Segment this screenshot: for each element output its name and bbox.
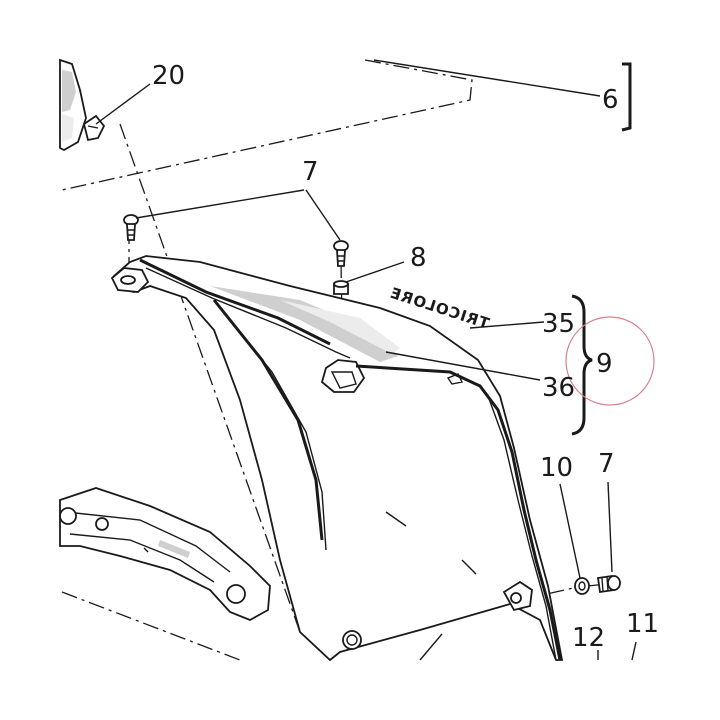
callout-8: 8: [410, 243, 427, 273]
rear-frame: [59, 487, 271, 621]
brace-9: [571, 294, 593, 436]
side-panel: [110, 255, 564, 662]
callout-9: 9: [596, 349, 613, 379]
highlight-circle: [565, 316, 655, 406]
washer-8: [333, 280, 349, 295]
callout-7-top: 7: [302, 157, 319, 187]
bracket-6: [621, 62, 632, 132]
callout-10: 10: [540, 453, 573, 483]
callout-11: 11: [626, 609, 659, 639]
callout-35: 35: [542, 309, 575, 339]
callout-12: 12: [572, 623, 605, 653]
mirror-fragment: [59, 58, 87, 152]
washer-10: [574, 577, 590, 595]
callout-7-right: 7: [598, 449, 615, 479]
leader-lines: [95, 59, 637, 661]
screw-7-centre: [333, 240, 349, 267]
callout-36: 36: [542, 373, 575, 403]
callout-20: 20: [152, 61, 185, 91]
screw-7-right: [596, 574, 621, 594]
screw-7-left: [123, 214, 139, 241]
callout-6: 6: [602, 85, 619, 115]
